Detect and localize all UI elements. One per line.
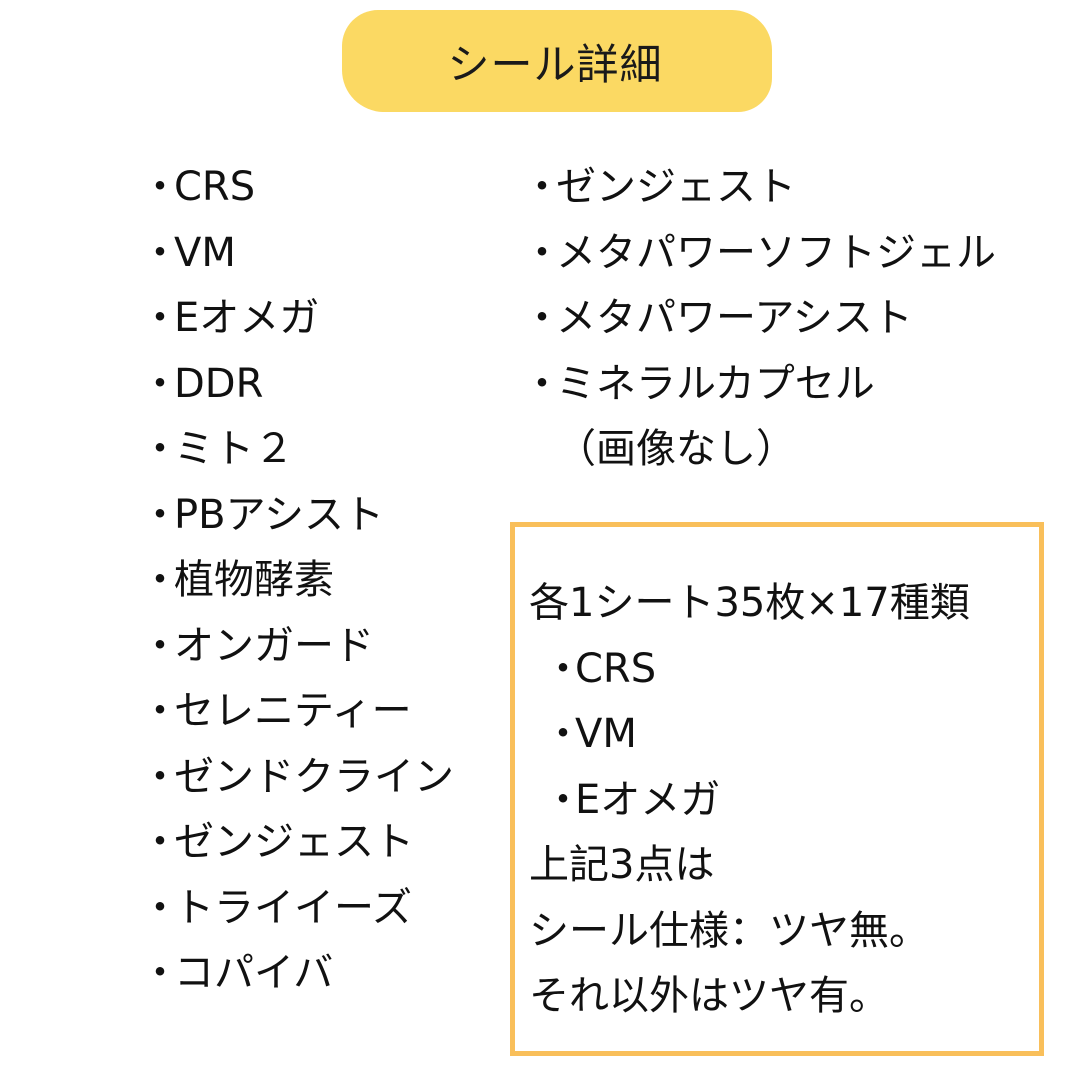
list-item-label: 植物酵素: [174, 557, 334, 603]
no-image-note: （画像なし）: [522, 417, 996, 483]
info-item-label: CRS: [575, 645, 657, 692]
list-item-label: メタパワーソフトジェル: [556, 229, 996, 276]
list-item: ・メタパワーソフトジェル: [522, 221, 996, 287]
bullet: ・: [140, 491, 180, 538]
list-item: ・オンガード: [140, 614, 454, 680]
list-item: ・ゼンジェスト: [522, 155, 996, 221]
bullet: ・: [543, 711, 583, 757]
bullet: ・: [140, 688, 180, 734]
info-line-1: 上記3点は: [529, 842, 715, 888]
info-item-label: Eオメガ: [575, 776, 721, 823]
bullet: ・: [522, 164, 562, 210]
list-item: ・ミト２: [140, 417, 454, 483]
sticker-list-left: ・CRS ・VM ・Eオメガ ・DDR ・ミト２ ・PBアシスト ・植物酵素 ・…: [140, 155, 454, 1007]
list-item-label: Eオメガ: [174, 295, 320, 341]
info-item: ・Eオメガ: [529, 768, 970, 834]
sticker-list-right: ・ゼンジェスト ・メタパワーソフトジェル ・メタパワーアシスト ・ミネラルカプセ…: [522, 155, 996, 483]
page-title: シール詳細: [447, 39, 663, 89]
bullet: ・: [140, 295, 180, 341]
list-item: ・ゼンドクライン: [140, 745, 454, 811]
bullet: ・: [140, 164, 180, 210]
list-item-label: VM: [174, 229, 236, 276]
list-item: ・CRS: [140, 155, 454, 221]
list-item: ・VM: [140, 221, 454, 287]
list-item: ・セレニティー: [140, 679, 454, 745]
list-item-label: DDR: [174, 360, 264, 407]
bullet: ・: [522, 360, 562, 407]
list-item: ・メタパワーアシスト: [522, 286, 996, 352]
bullet: ・: [140, 819, 180, 865]
list-item-label: オンガード: [174, 622, 374, 669]
list-item: ・植物酵素: [140, 548, 454, 614]
list-item-label: ミネラルカプセル: [556, 360, 875, 407]
list-item: ・トライイーズ: [140, 876, 454, 942]
list-item-label: ミト２: [174, 426, 294, 472]
list-item-label: コパイバ: [174, 950, 334, 996]
list-item: ・ゼンジェスト: [140, 810, 454, 876]
info-item-label: VM: [575, 711, 637, 757]
info-item: ・CRS: [529, 637, 970, 703]
bullet: ・: [140, 622, 180, 669]
info-lines: 各1シート35枚×17種類 ・CRS ・VM ・Eオメガ 上記3点は シール仕様…: [529, 571, 970, 1030]
list-item-label: セレニティー: [174, 688, 412, 734]
list-item-label: ゼンジェスト: [556, 164, 796, 210]
info-box: 各1シート35枚×17種類 ・CRS ・VM ・Eオメガ 上記3点は シール仕様…: [510, 522, 1044, 1056]
list-item: ・コパイバ: [140, 941, 454, 1007]
title-banner: シール詳細: [342, 10, 772, 112]
list-item-label: ゼンジェスト: [174, 819, 414, 865]
bullet: ・: [140, 360, 180, 407]
list-item-label: トライイーズ: [174, 884, 412, 931]
list-item-label: PBアシスト: [174, 491, 384, 538]
bullet: ・: [543, 776, 583, 823]
info-item: ・VM: [529, 702, 970, 768]
bullet: ・: [522, 229, 562, 276]
info-heading: 各1シート35枚×17種類: [529, 580, 970, 626]
bullet: ・: [140, 426, 180, 472]
bullet: ・: [543, 645, 583, 692]
list-item-label: メタパワーアシスト: [556, 295, 913, 341]
list-item: ・Eオメガ: [140, 286, 454, 352]
no-image-note-label: （画像なし）: [556, 426, 796, 472]
list-item: ・PBアシスト: [140, 483, 454, 549]
list-item-label: ゼンドクライン: [174, 753, 454, 800]
bullet: ・: [140, 950, 180, 996]
bullet: ・: [140, 884, 180, 931]
list-item: ・ミネラルカプセル: [522, 352, 996, 418]
bullet: ・: [140, 229, 180, 276]
bullet: ・: [140, 557, 180, 603]
list-item-label: CRS: [174, 164, 256, 210]
info-line-2: シール仕様：ツヤ無。: [529, 907, 929, 954]
bullet: ・: [522, 295, 562, 341]
bullet: ・: [140, 753, 180, 800]
info-line-3: それ以外はツヤ有。: [529, 973, 889, 1019]
list-item: ・DDR: [140, 352, 454, 418]
